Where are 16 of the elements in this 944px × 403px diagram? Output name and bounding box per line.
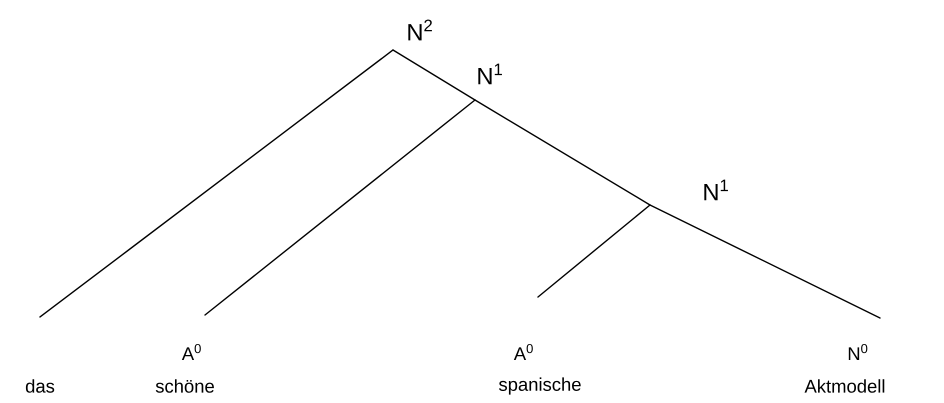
category-label: N$^{2}$ xyxy=(408,20,432,40)
word-label: schöne xyxy=(156,379,214,393)
word-label: Aktmodell xyxy=(804,379,884,393)
category-label: N$^{1}$ xyxy=(478,64,502,84)
tree-branch xyxy=(649,204,881,319)
word-label: spanische xyxy=(498,377,581,395)
category-label: N$^{0}$ xyxy=(848,344,868,360)
tree-branch xyxy=(204,99,476,316)
word-label: das xyxy=(26,379,54,393)
tree-branch xyxy=(474,99,651,206)
tree-branch xyxy=(392,49,476,101)
category-label: A$^{0}$ xyxy=(514,344,533,360)
category-label: A$^{0}$ xyxy=(182,344,201,360)
category-label: N$^{1}$ xyxy=(704,180,728,200)
tree-branch xyxy=(537,204,651,298)
tree-branch xyxy=(39,49,394,318)
